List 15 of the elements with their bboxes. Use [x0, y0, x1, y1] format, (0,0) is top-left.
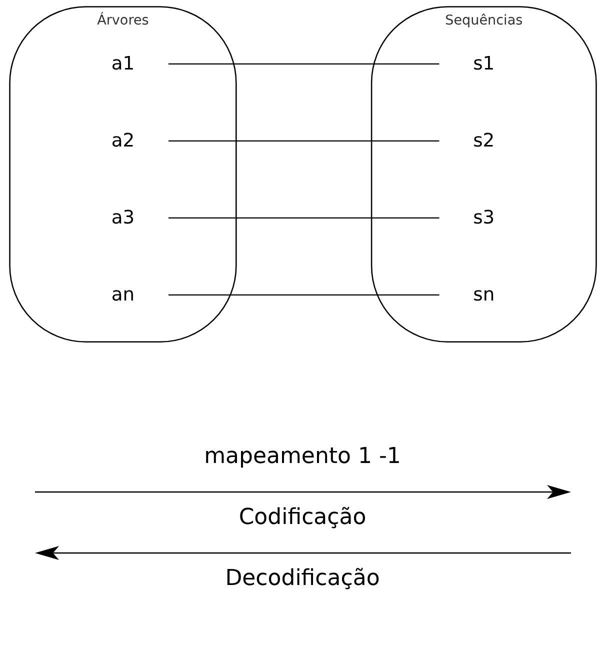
node-text: s1 [472, 53, 494, 74]
node-text: a3 [110, 207, 134, 228]
direction-label: Decodificação [225, 566, 380, 591]
direction-label: Codificação [238, 505, 366, 530]
node-text: sn [472, 284, 494, 306]
mapping-note: mapeamento 1 -1 [204, 444, 401, 469]
node-text: s2 [472, 130, 494, 152]
node-text: a1 [110, 53, 134, 74]
connector [168, 140, 439, 142]
connector [168, 63, 439, 64]
connector [168, 217, 439, 218]
node-text: a2 [110, 130, 134, 152]
node-text: s3 [472, 207, 494, 228]
connector [168, 294, 439, 296]
node-text: an [110, 284, 134, 306]
